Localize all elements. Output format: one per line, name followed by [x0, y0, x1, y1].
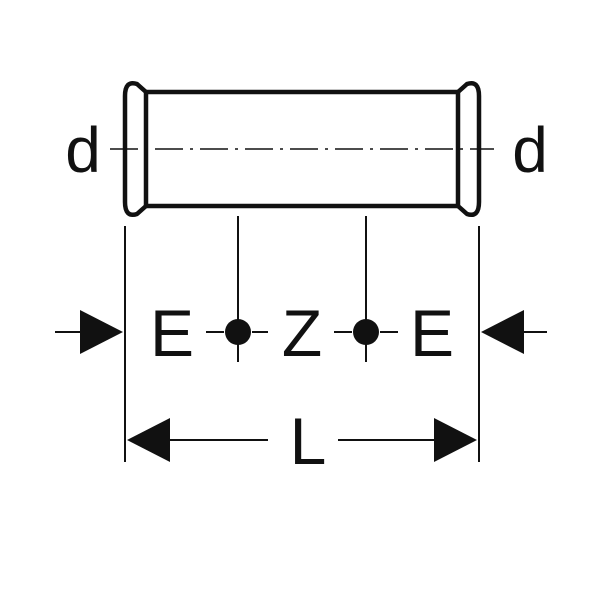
- dimension-dot-right: [353, 319, 379, 345]
- diameter-label-left: d: [65, 114, 101, 186]
- insertion-label-left: E: [150, 296, 194, 370]
- center-gap-label: Z: [282, 296, 322, 370]
- overall-length-label: L: [290, 404, 327, 478]
- insertion-depth-row: E Z E: [55, 296, 547, 370]
- length-arrow-right-head: [434, 418, 477, 462]
- arrow-left-head: [80, 310, 123, 354]
- diameter-label-right: d: [512, 114, 548, 186]
- extension-lines: [124, 216, 480, 462]
- length-arrow-left-head: [127, 418, 170, 462]
- overall-length-row: L: [127, 404, 477, 478]
- insertion-label-right: E: [410, 296, 454, 370]
- dimension-dot-left: [225, 319, 251, 345]
- arrow-right-head: [481, 310, 524, 354]
